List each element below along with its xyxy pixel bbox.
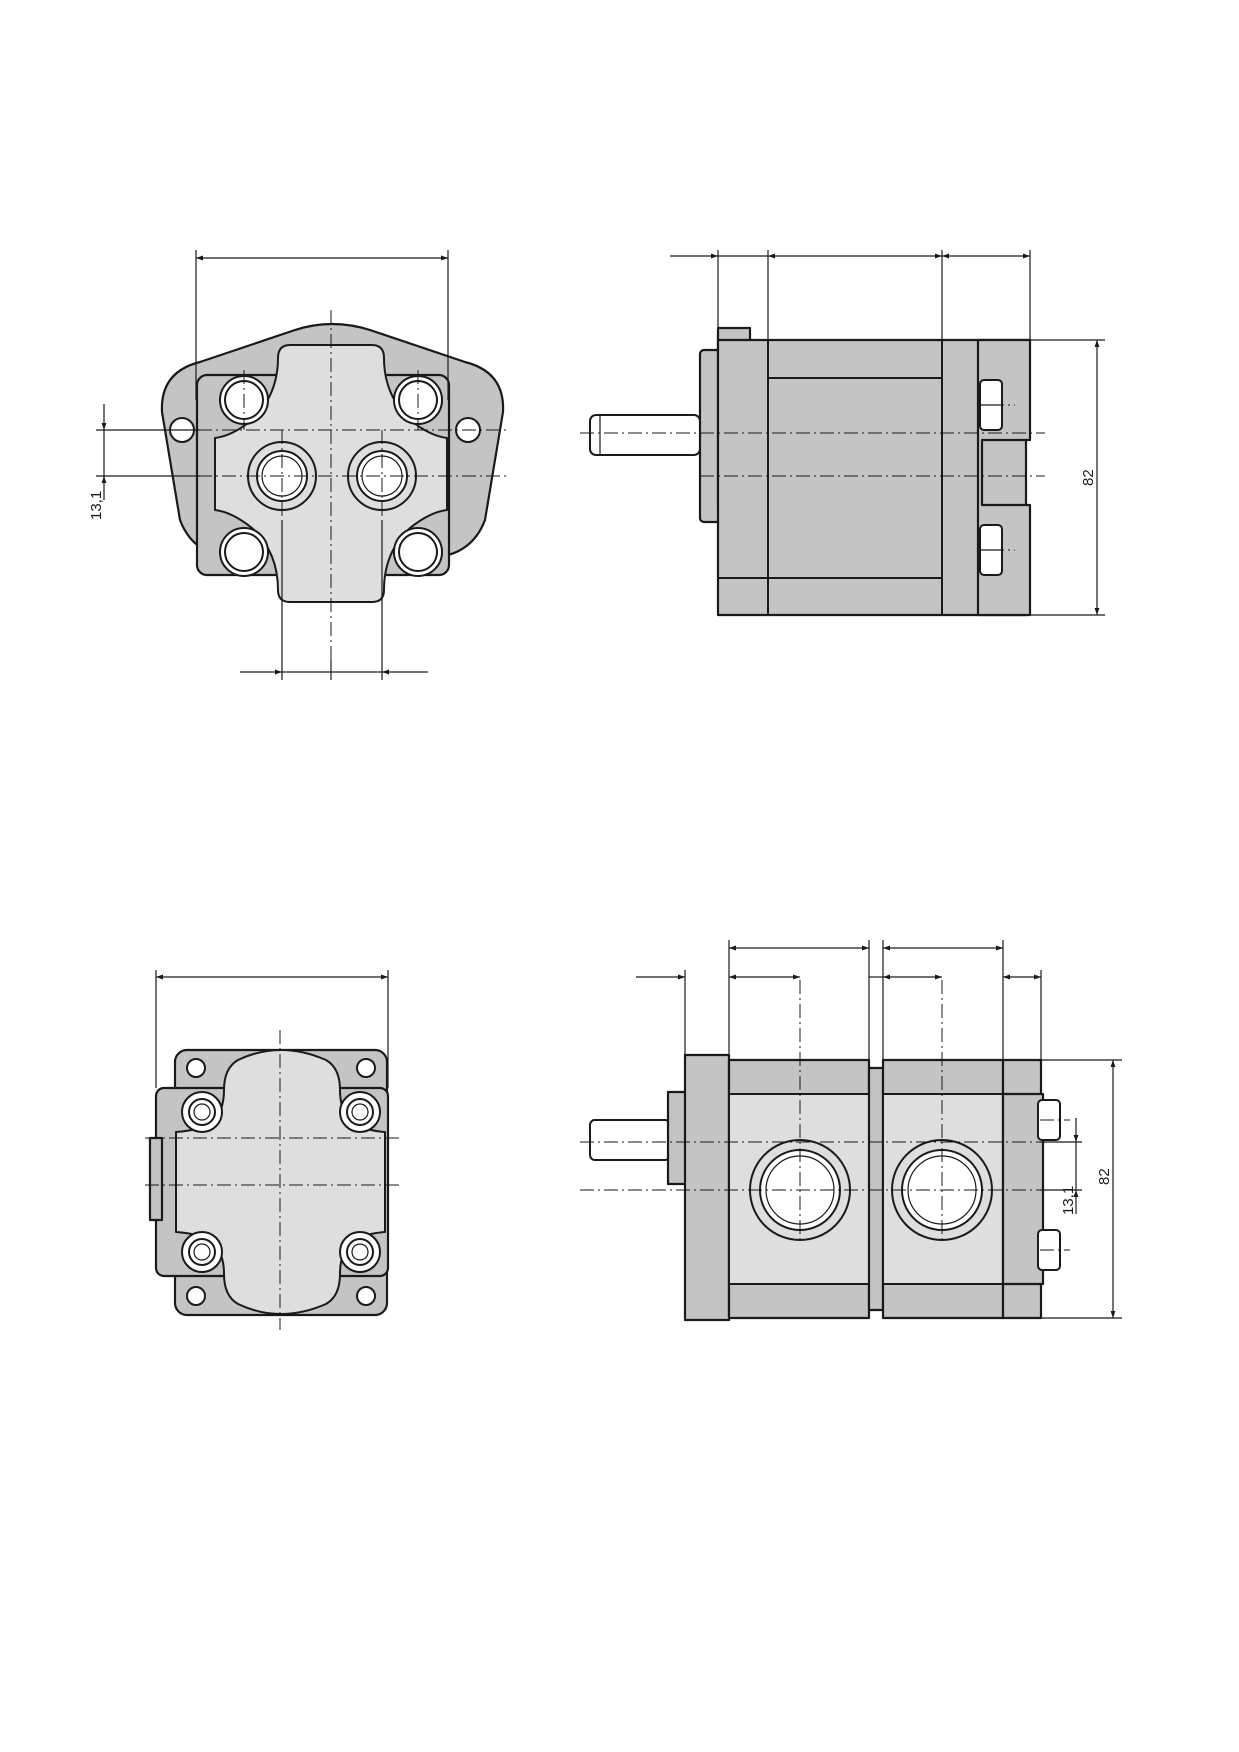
bolt-head-icon (339, 1231, 381, 1273)
height-dimension-label: 82 (1096, 1168, 1113, 1185)
bolt-head-icon (393, 527, 443, 577)
port-circle-icon (347, 441, 417, 511)
bolt-head-icon (181, 1091, 223, 1133)
top-right-side-view: 82 (580, 250, 1105, 617)
offset-dimension-label: 13,1 (1060, 1186, 1077, 1215)
bolt-head-icon (181, 1231, 223, 1273)
top-left-front-view: 13,1 (88, 250, 510, 680)
height-dimension-label: 82 (1080, 469, 1097, 486)
offset-dimension-label: 13,1 (88, 491, 105, 520)
bolt-head-icon (219, 527, 269, 577)
bolt-head-icon (339, 1091, 381, 1133)
bottom-left-front-view (145, 970, 400, 1330)
bottom-right-side-view: 13,1 82 (580, 940, 1122, 1322)
